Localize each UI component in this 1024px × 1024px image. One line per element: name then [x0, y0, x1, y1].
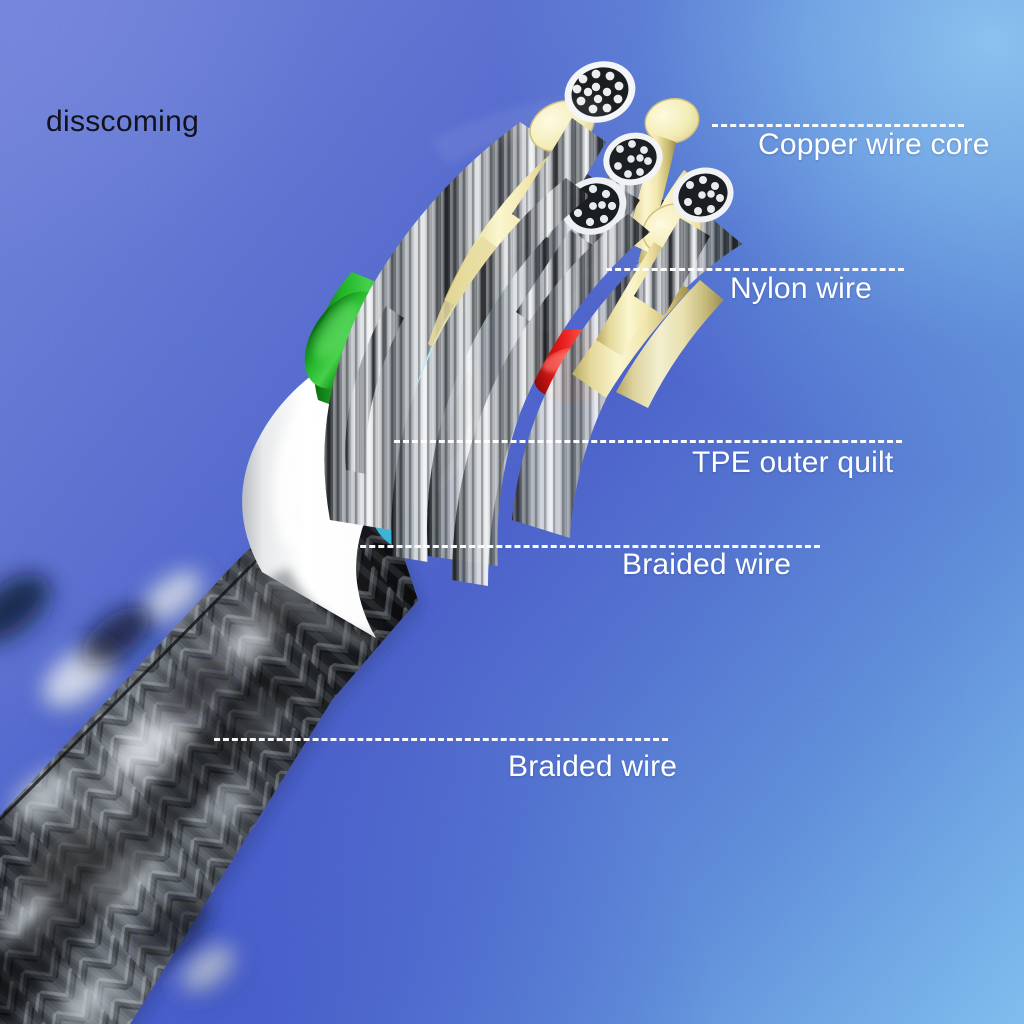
nylon-strands-foreground	[345, 178, 650, 586]
label-copper-wire-core: Copper wire core	[758, 128, 990, 161]
leader-line-braided-wire-upper	[342, 545, 820, 548]
nylon-wire-bundle-end	[634, 167, 734, 316]
leader-line-tpe-outer-quilt	[394, 440, 902, 443]
leader-line-copper-wire-core	[712, 124, 964, 127]
copper-wire-core	[616, 280, 724, 408]
label-tpe-outer-quilt: TPE outer quilt	[692, 446, 894, 479]
label-braided-wire-upper: Braided wire	[622, 548, 792, 581]
label-braided-wire-lower: Braided wire	[508, 750, 678, 783]
leader-line-nylon-wire	[606, 268, 904, 271]
label-nylon-wire: Nylon wire	[730, 272, 873, 305]
leader-line-braided-wire-lower	[214, 738, 668, 741]
watermark-text: disscoming	[46, 105, 200, 138]
